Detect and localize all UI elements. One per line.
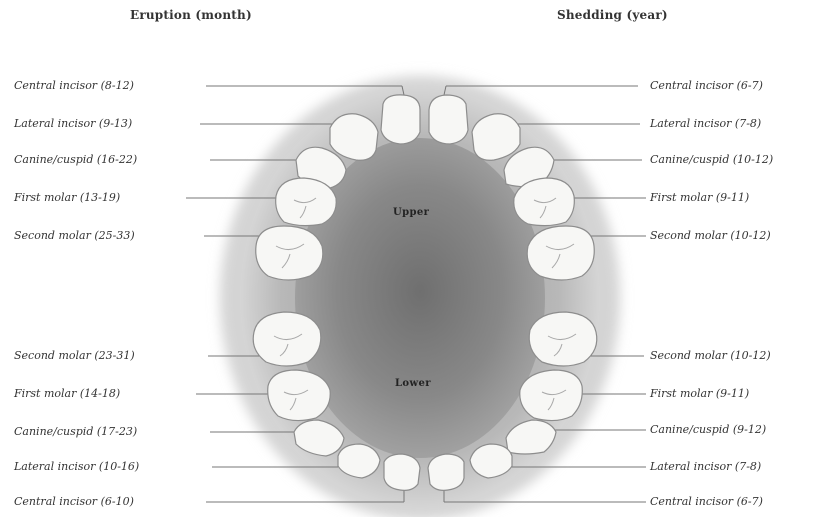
label-upper-lateral-incisor-eruption: Lateral incisor (9-13): [14, 117, 132, 131]
upper-right-first-molar: [514, 178, 575, 226]
label-lower-lateral-incisor-eruption: Lateral incisor (10-16): [14, 460, 139, 474]
label-lower-canine-shedding: Canine/cuspid (9-12): [650, 423, 766, 437]
lower-left-central-incisor: [384, 454, 420, 490]
label-upper-first-molar-shedding: First molar (9-11): [650, 191, 749, 205]
shedding-header: Shedding (year): [557, 8, 668, 22]
label-lower-central-incisor-eruption: Central incisor (6-10): [14, 495, 134, 509]
label-upper-central-incisor-eruption: Central incisor (8-12): [14, 79, 134, 93]
label-lower-second-molar-shedding: Second molar (10-12): [650, 349, 771, 363]
lower-jaw-label: Lower: [395, 378, 431, 389]
label-upper-second-molar-eruption: Second molar (25-33): [14, 229, 135, 243]
label-lower-canine-eruption: Canine/cuspid (17-23): [14, 425, 137, 439]
lower-left-first-molar: [268, 370, 331, 421]
lower-right-lateral-incisor: [470, 444, 512, 478]
label-upper-lateral-incisor-shedding: Lateral incisor (7-8): [650, 117, 761, 131]
lower-left-lateral-incisor: [338, 444, 380, 478]
lower-right-first-molar: [520, 370, 583, 421]
upper-jaw-label: Upper: [393, 207, 429, 218]
label-upper-canine-shedding: Canine/cuspid (10-12): [650, 153, 773, 167]
label-lower-first-molar-shedding: First molar (9-11): [650, 387, 749, 401]
upper-left-central-incisor: [381, 95, 420, 144]
label-upper-first-molar-eruption: First molar (13-19): [14, 191, 120, 205]
label-upper-second-molar-shedding: Second molar (10-12): [650, 229, 771, 243]
label-lower-central-incisor-shedding: Central incisor (6-7): [650, 495, 763, 509]
label-upper-canine-eruption: Canine/cuspid (16-22): [14, 153, 137, 167]
lower-left-second-molar: [253, 312, 321, 366]
upper-left-second-molar: [256, 226, 323, 280]
label-lower-lateral-incisor-shedding: Lateral incisor (7-8): [650, 460, 761, 474]
upper-right-second-molar: [527, 226, 594, 280]
label-lower-first-molar-eruption: First molar (14-18): [14, 387, 120, 401]
eruption-header: Eruption (month): [130, 8, 252, 22]
upper-left-first-molar: [276, 178, 337, 226]
label-lower-second-molar-eruption: Second molar (23-31): [14, 349, 135, 363]
label-upper-central-incisor-shedding: Central incisor (6-7): [650, 79, 763, 93]
lower-right-central-incisor: [428, 454, 464, 490]
upper-right-central-incisor: [429, 95, 468, 144]
